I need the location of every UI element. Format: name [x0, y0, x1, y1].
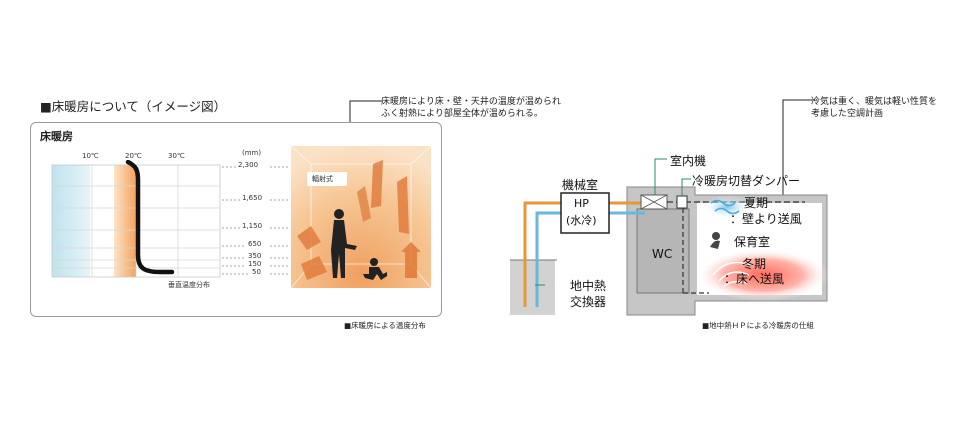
indoor-unit-label: 室内機: [670, 154, 707, 168]
geo-label-2: 交換器: [570, 295, 607, 309]
air-note-line2: 考慮した空調計画: [811, 109, 884, 119]
machine-room-label: 機械室: [562, 178, 599, 192]
hp-watercooled-label: (水冷): [566, 214, 597, 227]
summer-label: 夏期: [744, 196, 769, 210]
winter-label: 冬期: [742, 257, 767, 271]
air-note-line1: 冷気は重く、暖気は軽い性質を: [811, 97, 938, 107]
radiant-note-line1: 床暖房により床・壁・天井の温度が温められ: [381, 97, 561, 107]
radiant-note-line2: ふく射熱により部屋全体が温められる。: [381, 109, 543, 119]
temp-tick-20: 20℃: [125, 152, 142, 160]
panel-title: 床暖房: [40, 130, 73, 143]
distribution-label: 垂直温度分布: [168, 281, 210, 289]
radiant-note: 床暖房により床・壁・天井の温度が温められ ふく射熱により部屋全体が温められる。: [381, 96, 561, 120]
temp-tick-30: 30℃: [168, 152, 185, 160]
room-illustration: [291, 146, 431, 288]
vertical-temp-graph: [51, 160, 221, 278]
height-650: 650: [248, 240, 262, 248]
geothermal-hp-diagram: [510, 99, 829, 316]
nursery-label: 保育室: [734, 235, 771, 249]
height-leaders: [222, 166, 290, 275]
temp-tick-10: 10℃: [82, 152, 99, 160]
height-350: 350: [248, 252, 262, 260]
hp-label: HP: [574, 197, 589, 210]
height-unit: (mm): [242, 149, 262, 157]
radiant-label: 輻射式: [312, 175, 333, 183]
height-50: 50: [252, 268, 261, 276]
summer-sub-label: ：壁より送風: [730, 212, 802, 226]
damper-label: 冷暖房切替ダンパー: [692, 174, 801, 188]
air-note: 冷気は重く、暖気は軽い性質を 考慮した空調計画: [811, 96, 937, 120]
geo-label-1: 地中熱: [570, 279, 607, 293]
wc-label: WC: [652, 247, 673, 261]
height-1150: 1,150: [242, 222, 263, 230]
section-title: ■床暖房について（イメージ図）: [40, 99, 227, 114]
winter-sub-label: ：床へ送風: [724, 272, 785, 286]
height-2300: 2,300: [238, 161, 259, 169]
height-1650: 1,650: [242, 194, 263, 202]
height-150: 150: [248, 260, 262, 268]
left-caption: ■床暖房による温度分布: [344, 321, 426, 330]
right-caption: ■地中熱ＨＰによる冷暖房の仕組: [702, 321, 814, 330]
